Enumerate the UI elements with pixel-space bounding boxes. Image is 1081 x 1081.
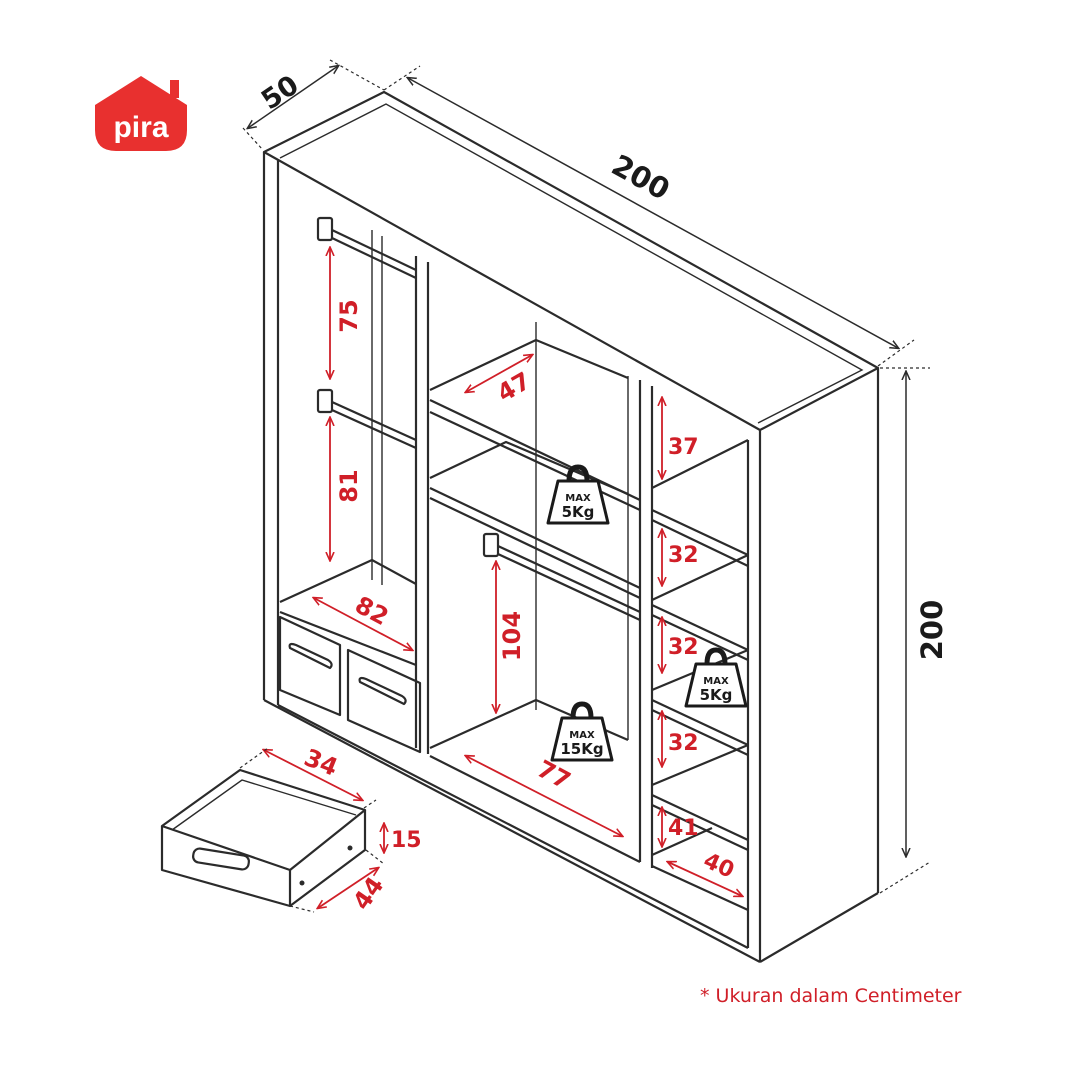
load-max-label: MAX [703, 676, 729, 687]
drawer-height-label: 15 [391, 828, 422, 853]
wardrobe-outline [262, 90, 880, 963]
left-width-label: 82 [350, 591, 393, 631]
width-label: 200 [606, 148, 675, 207]
right-shelf-5-label: 41 [668, 816, 699, 841]
drawer-outline [160, 768, 367, 908]
load-max-label: MAX [569, 730, 595, 741]
middle-hang-label: 104 [498, 611, 526, 661]
logo-text: pira [113, 111, 168, 144]
load-weight-label: 5Kg [700, 686, 733, 704]
pira-logo: pira [95, 76, 187, 151]
load-weight-label: 15Kg [560, 740, 603, 758]
right-shelf-3-label: 32 [668, 635, 699, 660]
right-shelf-4-label: 32 [668, 731, 699, 756]
left-lower-hang-label: 81 [335, 469, 363, 502]
weight-icon: MAX 5Kg [684, 647, 748, 708]
left-upper-hang-label: 75 [335, 299, 363, 332]
drawer-width-label: 34 [300, 743, 341, 781]
weight-icon: MAX 5Kg [546, 464, 610, 525]
right-shelf-2-label: 32 [668, 543, 699, 568]
load-max-label: MAX [565, 493, 591, 504]
weight-icon: MAX 15Kg [550, 701, 614, 762]
depth-label: 50 [256, 70, 304, 117]
right-shelf-1-label: 37 [668, 435, 699, 460]
drawer-depth-label: 44 [347, 872, 389, 915]
unit-footnote: * Ukuran dalam Centimeter [700, 985, 962, 1007]
load-weight-label: 5Kg [562, 503, 595, 521]
height-label: 200 [915, 600, 949, 661]
